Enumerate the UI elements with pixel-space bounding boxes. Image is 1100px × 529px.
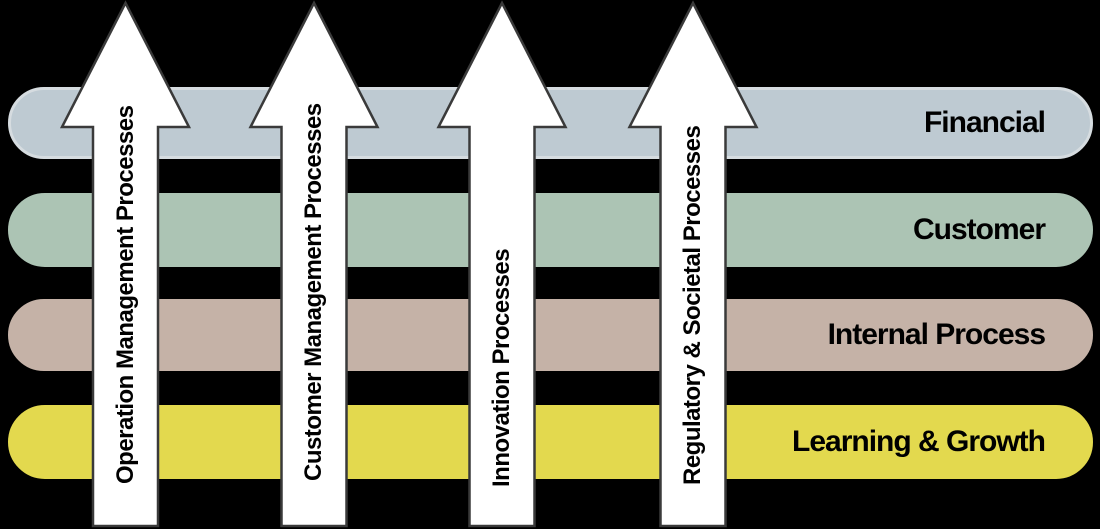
arrow-label-innovation: Innovation Processes (488, 248, 515, 487)
arrow-label-regulatory-societal: Regulatory & Societal Processes (679, 125, 706, 485)
up-arrow-customer-management (248, 0, 380, 528)
bar-label-learning-growth: Learning & Growth (792, 425, 1046, 458)
bar-label-financial: Financial (923, 106, 1046, 139)
perspective-bar-learning-growth: Learning & Growth (8, 405, 1093, 479)
bar-label-customer: Customer (912, 213, 1046, 246)
arrow-label-operation-management: Operation Management Processes (112, 105, 139, 484)
up-arrow-operation-management (59, 0, 192, 528)
arrow-label-customer-management: Customer Management Processes (300, 103, 327, 481)
bar-label-internal-process: Internal Process (827, 318, 1046, 351)
up-arrow-innovation (436, 0, 568, 528)
perspective-bar-internal-process: Internal Process (8, 299, 1093, 371)
perspective-bar-customer: Customer (8, 193, 1093, 267)
up-arrow-regulatory-societal (627, 0, 759, 528)
